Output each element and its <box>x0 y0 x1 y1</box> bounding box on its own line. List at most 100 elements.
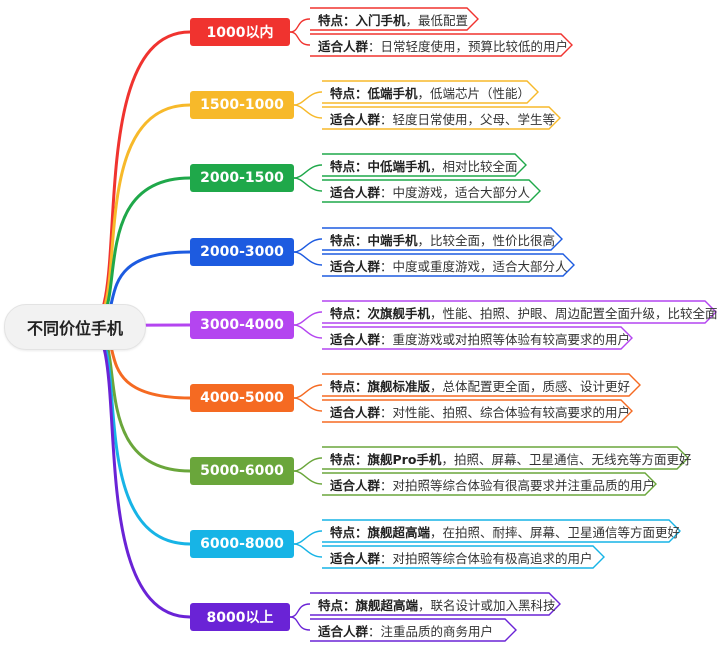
feature-tag-outline-t1 <box>310 7 479 31</box>
feature-highlight: 次旗舰手机 <box>367 305 431 321</box>
feature-tag-outline-t8 <box>322 519 681 543</box>
sub-branch-t9-audience <box>289 616 311 631</box>
feature-highlight: 旗舰超高端 <box>367 524 431 540</box>
tier-node-t6[interactable]: 4000-5000 <box>190 384 294 412</box>
feature-tag-t7[interactable]: 特点：旗舰Pro手机，拍照、屏幕、卫星通信、无线充等方面更好 <box>322 447 691 469</box>
feature-highlight: 中端手机 <box>367 232 418 248</box>
sub-branch-t7-feature <box>293 457 323 472</box>
audience-tag-t6[interactable]: 适合人群：对性能、拍照、综合体验有较高要求的用户 <box>322 400 632 422</box>
sub-branch-t9-feature <box>289 603 311 618</box>
audience-key: 适合人群 <box>330 550 381 566</box>
feature-tag-outline-t3 <box>322 153 527 177</box>
audience-tag-outline-t2 <box>322 106 561 130</box>
feature-key: 特点： <box>330 524 368 540</box>
audience-tag-t1[interactable]: 适合人群：日常轻度使用，预算比较低的用户 <box>310 34 572 56</box>
sub-branch-t7-audience <box>293 470 323 485</box>
feature-key: 特点： <box>318 12 356 28</box>
audience-detail: ：中度或重度游戏，适合大部分人 <box>380 258 568 274</box>
feature-tag-outline-t4 <box>322 227 563 251</box>
feature-key: 特点： <box>330 85 368 101</box>
tier-label: 4000-5000 <box>200 390 284 406</box>
audience-tag-t3[interactable]: 适合人群：中度游戏，适合大部分人 <box>322 180 540 202</box>
branch-t2 <box>86 103 192 328</box>
feature-tag-t6[interactable]: 特点：旗舰标准版，总体配置更全面，质感、设计更好 <box>322 374 640 396</box>
tier-label: 1500-1000 <box>200 97 284 113</box>
sub-branch-t3-audience <box>293 177 323 192</box>
audience-key: 适合人群 <box>330 111 381 127</box>
feature-tag-outline-t7 <box>322 446 689 470</box>
audience-tag-outline-t9 <box>310 618 517 642</box>
feature-detail: ，比较全面，性价比很高 <box>417 232 556 248</box>
feature-detail: ，低端芯片（性能） <box>417 85 531 101</box>
tier-node-t1[interactable]: 1000以内 <box>190 18 290 46</box>
root-node[interactable]: 不同价位手机 <box>4 304 146 350</box>
feature-highlight: 中低端手机 <box>367 158 431 174</box>
tier-node-t8[interactable]: 6000-8000 <box>190 530 294 558</box>
tier-node-t9[interactable]: 8000以上 <box>190 603 290 631</box>
tier-label: 2000-3000 <box>200 244 284 260</box>
audience-detail: ：注重品质的商务用户 <box>368 623 494 639</box>
audience-tag-t8[interactable]: 适合人群：对拍照等综合体验有极高追求的用户 <box>322 546 604 568</box>
feature-tag-t2[interactable]: 特点：低端手机，低端芯片（性能） <box>322 81 538 103</box>
feature-tag-t5[interactable]: 特点：次旗舰手机，性能、拍照、护眼、周边配置全面升级，比较全面 <box>322 301 718 323</box>
sub-branch-t8-feature <box>293 530 323 545</box>
audience-tag-t7[interactable]: 适合人群：对拍照等综合体验有很高要求并注重品质的用户 <box>322 473 656 495</box>
feature-highlight: 旗舰超高端 <box>355 597 419 613</box>
audience-key: 适合人群 <box>330 404 381 420</box>
feature-detail: ，相对比较全面 <box>430 158 518 174</box>
feature-tag-t3[interactable]: 特点：中低端手机，相对比较全面 <box>322 154 526 176</box>
feature-tag-t9[interactable]: 特点：旗舰超高端，联名设计或加入黑科技 <box>310 593 560 615</box>
feature-key: 特点： <box>330 232 368 248</box>
root-label: 不同价位手机 <box>26 319 123 338</box>
sub-branch-t1-audience <box>289 31 311 46</box>
tier-node-t2[interactable]: 1500-1000 <box>190 91 294 119</box>
feature-tag-outline-t9 <box>310 592 561 616</box>
audience-detail: ：重度游戏或对拍照等体验有较高要求的用户 <box>380 331 631 347</box>
audience-tag-t4[interactable]: 适合人群：中度或重度游戏，适合大部分人 <box>322 254 574 276</box>
sub-branch-t8-audience <box>293 543 323 558</box>
branch-t8 <box>86 324 192 546</box>
audience-key: 适合人群 <box>330 258 381 274</box>
sub-branch-t5-audience <box>293 324 323 339</box>
feature-detail: ，联名设计或加入黑科技 <box>418 597 556 613</box>
feature-key: 特点： <box>330 305 368 321</box>
tier-label: 5000-6000 <box>200 463 284 479</box>
audience-detail: ：日常轻度使用，预算比较低的用户 <box>368 38 569 54</box>
sub-branch-t1-feature <box>289 18 311 33</box>
feature-key: 特点： <box>330 451 368 467</box>
audience-detail: ：轻度日常使用，父母、学生等 <box>380 111 556 127</box>
feature-key: 特点： <box>318 597 356 613</box>
feature-tag-t1[interactable]: 特点：入门手机，最低配置 <box>310 8 478 30</box>
sub-branch-t3-feature <box>293 164 323 179</box>
tier-label: 2000-1500 <box>200 170 284 186</box>
feature-tag-t8[interactable]: 特点：旗舰超高端，在拍照、耐摔、屏幕、卫星通信等方面更好 <box>322 520 680 542</box>
feature-tag-outline-t2 <box>322 80 539 104</box>
audience-tag-t9[interactable]: 适合人群：注重品质的商务用户 <box>310 619 516 641</box>
tier-node-t3[interactable]: 2000-1500 <box>190 164 294 192</box>
audience-key: 适合人群 <box>318 38 369 54</box>
audience-key: 适合人群 <box>330 477 381 493</box>
branch-t9 <box>86 324 192 619</box>
tier-node-t5[interactable]: 3000-4000 <box>190 311 294 339</box>
sub-branch-t6-audience <box>293 397 323 412</box>
feature-tag-outline-t6 <box>322 373 641 397</box>
tier-node-t7[interactable]: 5000-6000 <box>190 457 294 485</box>
audience-tag-t5[interactable]: 适合人群：重度游戏或对拍照等体验有较高要求的用户 <box>322 327 632 349</box>
audience-tag-t2[interactable]: 适合人群：轻度日常使用，父母、学生等 <box>322 107 560 129</box>
audience-tag-outline-t6 <box>322 399 633 423</box>
feature-detail: ，最低配置 <box>405 12 469 28</box>
feature-detail: ，总体配置更全面，质感、设计更好 <box>430 378 631 394</box>
tier-node-t4[interactable]: 2000-3000 <box>190 238 294 266</box>
feature-highlight: 低端手机 <box>367 85 418 101</box>
audience-tag-outline-t4 <box>322 253 575 277</box>
audience-tag-outline-t8 <box>322 545 605 569</box>
sub-branch-t4-feature <box>293 238 323 253</box>
audience-detail: ：对拍照等综合体验有极高追求的用户 <box>380 550 593 566</box>
feature-tag-t4[interactable]: 特点：中端手机，比较全面，性价比很高 <box>322 228 562 250</box>
audience-key: 适合人群 <box>330 331 381 347</box>
tier-label: 3000-4000 <box>200 317 284 333</box>
feature-highlight: 旗舰标准版 <box>367 378 431 394</box>
audience-key: 适合人群 <box>330 184 381 200</box>
audience-tag-outline-t7 <box>322 472 657 496</box>
